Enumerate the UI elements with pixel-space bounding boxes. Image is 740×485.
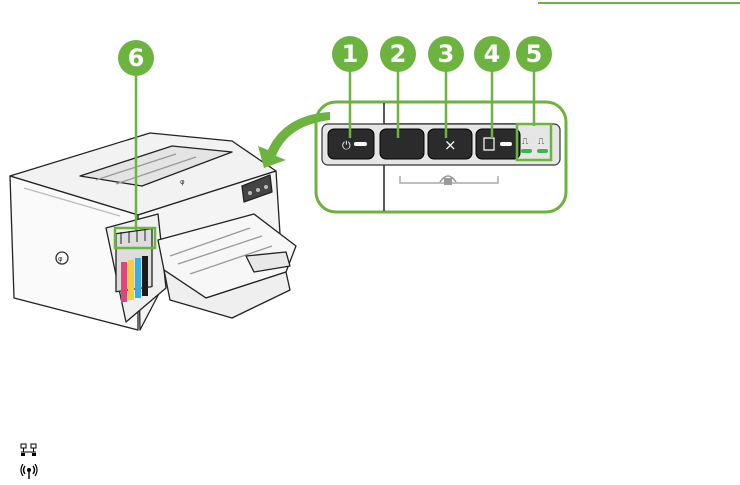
cancel-icon: × (444, 136, 457, 154)
ink-led (537, 149, 548, 153)
svg-text:φ: φ (180, 178, 185, 186)
network-icon (20, 443, 38, 462)
power-icon: ⏻ (342, 139, 351, 152)
callout-2: 2 (380, 36, 416, 72)
power-led (354, 142, 367, 146)
printhead-icon: ⎍ (522, 137, 529, 147)
resume-button (380, 129, 424, 159)
printer: φ φ (10, 133, 296, 330)
ink-icon: ⎍ (538, 137, 545, 147)
network-config-button (476, 129, 520, 159)
network-led (500, 142, 512, 146)
cancel-button: × (428, 129, 472, 159)
callout-3: 3 (428, 36, 464, 72)
callout-5: 5 (516, 36, 552, 72)
callout-6: 6 (118, 40, 154, 76)
svg-text:φ: φ (58, 255, 63, 263)
callout-4: 4 (474, 36, 510, 72)
callout-1: 1 (332, 36, 368, 72)
wireless-icon (20, 464, 38, 485)
printhead-led (521, 149, 532, 153)
